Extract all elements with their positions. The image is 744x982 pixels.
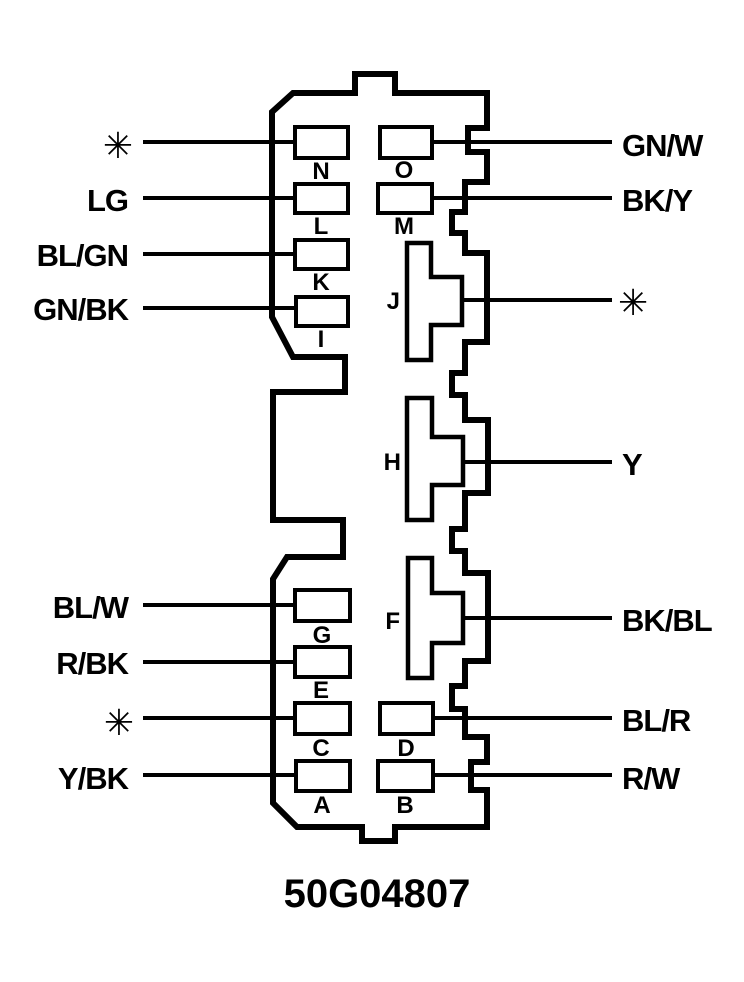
pin-cavity-g [293, 588, 352, 623]
wire-label-lg: LG [87, 183, 128, 218]
wire-label-r-w: R/W [622, 761, 681, 796]
wire-label-asterisk-pin-n: ✳ [103, 126, 133, 167]
pin-letter-l: L [314, 213, 329, 240]
wire-label-bk-y: BK/Y [622, 183, 693, 218]
wire-label-asterisk-pin-c: ✳ [104, 703, 134, 744]
pin-cavity-i [294, 295, 350, 328]
wire-label-asterisk-pin-j: ✳ [618, 283, 648, 324]
wire-label-bl-r: BL/R [622, 703, 691, 738]
pin-cavity-m [376, 182, 434, 215]
pin-letter-d: D [397, 735, 414, 762]
pin-letter-i: I [318, 326, 325, 353]
pin-cavity-j [404, 240, 465, 363]
pin-cavity-d [378, 701, 435, 736]
pin-cavity-l [293, 182, 350, 215]
wire-label-bl-w: BL/W [53, 590, 130, 625]
wire-label-gn-bk: GN/BK [33, 292, 130, 327]
connector-outline [269, 71, 491, 844]
pin-letter-b: B [396, 792, 413, 819]
pin-letter-j: J [387, 288, 400, 315]
pin-cavity-c [293, 701, 352, 736]
wire-label-y: Y [622, 447, 643, 482]
pin-letter-h: H [384, 449, 401, 476]
pin-cavity-o [378, 125, 434, 160]
pin-letter-k: K [312, 269, 330, 296]
pin-letter-m: M [394, 213, 414, 240]
part-number: 50G04807 [284, 872, 471, 916]
wire-label-r-bk: R/BK [56, 646, 129, 681]
pin-letter-e: E [313, 677, 329, 704]
pin-cavity-e [293, 645, 352, 679]
wire-label-y-bk: Y/BK [58, 761, 130, 796]
pin-letter-f: F [385, 608, 400, 635]
pin-cavity-n [293, 125, 350, 160]
wire-label-bk-bl: BK/BL [622, 603, 712, 638]
pin-cavity-b [376, 759, 435, 793]
pin-cavity-k [293, 238, 350, 271]
pin-cavity-a [294, 759, 352, 793]
pin-letter-n: N [312, 158, 329, 185]
wire-label-bl-gn: BL/GN [37, 238, 128, 273]
pin-cavity-f [405, 555, 466, 681]
pin-letter-a: A [313, 792, 330, 819]
pin-letter-g: G [313, 622, 332, 649]
wire-label-gn-w: GN/W [622, 128, 704, 163]
pin-letter-o: O [395, 157, 414, 184]
pin-letter-c: C [312, 735, 329, 762]
pin-cavity-h [404, 395, 466, 523]
